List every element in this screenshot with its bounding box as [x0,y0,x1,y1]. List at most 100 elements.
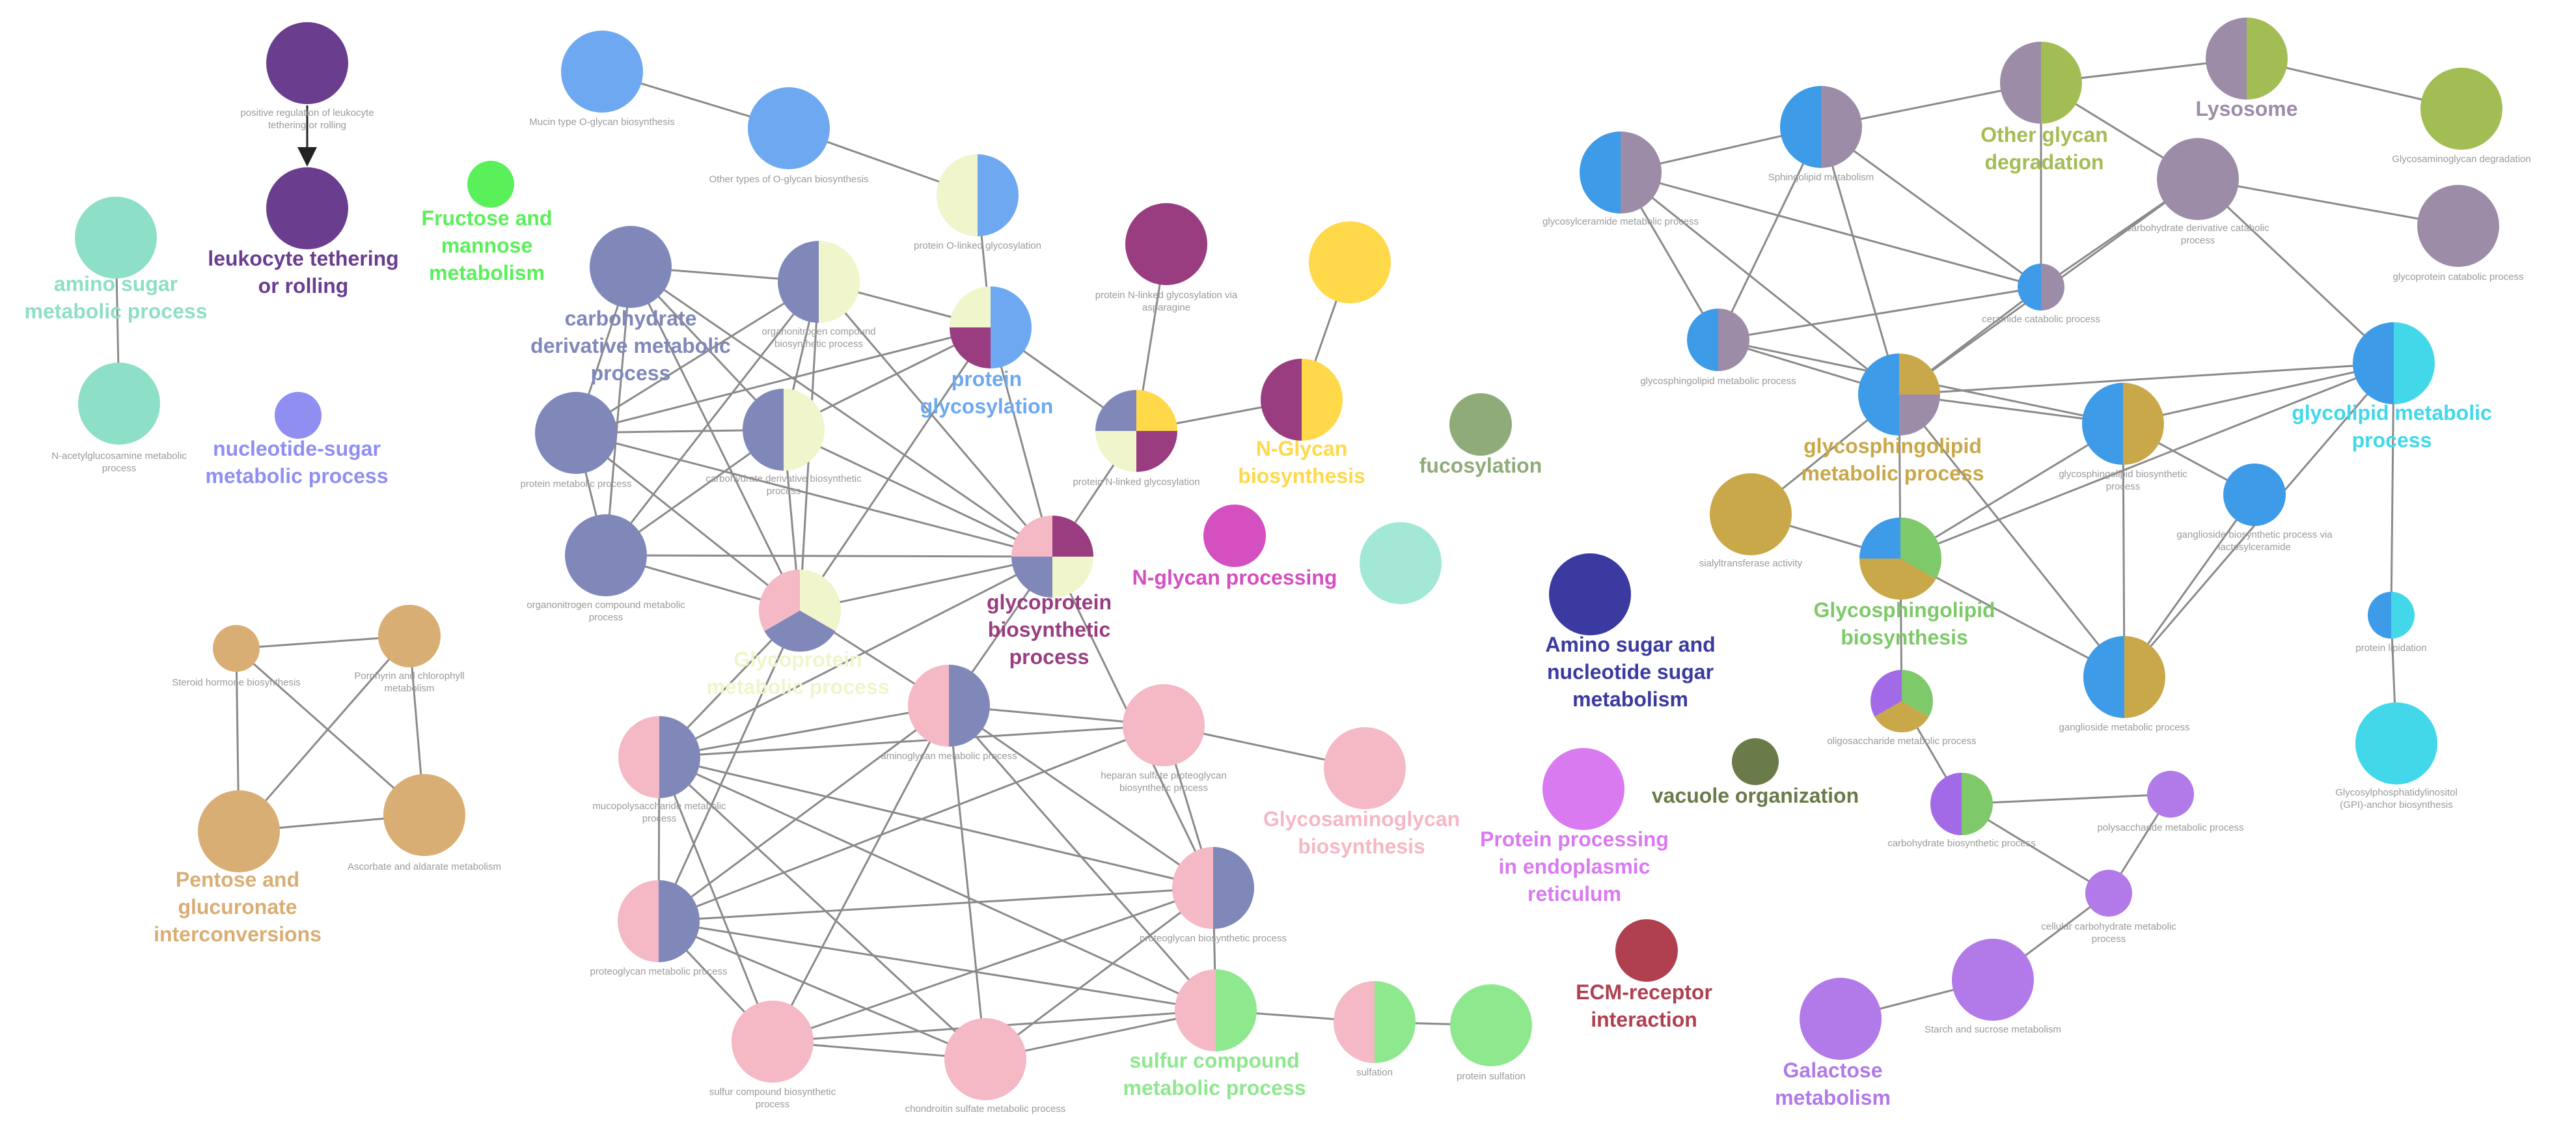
node-pentose[interactable] [198,790,280,872]
node-sphingo[interactable] [1780,86,1862,168]
node-leuk[interactable] [266,167,348,249]
node-fucos[interactable] [1449,393,1512,456]
node-ecm[interactable] [1615,919,1678,982]
node-label-gsl-bio-small: process [2106,481,2141,492]
edge-organo_bio-protein_met [575,281,819,434]
node-glycoprot-cat[interactable] [2417,185,2499,267]
node-prot-sulf[interactable] [1450,984,1532,1066]
node-sulfation[interactable] [1334,981,1416,1063]
edge-cer_cat-gsl_met_small [1718,286,2042,341]
node-carb[interactable] [590,226,672,308]
node-organo-bio[interactable] [778,241,860,323]
group-label-fructose: metabolism [429,261,545,284]
node-lysosome[interactable] [2206,18,2288,100]
node-nacetyl[interactable] [78,363,160,445]
node-prot-n[interactable] [1095,390,1177,472]
node-mucopoly[interactable] [618,716,700,798]
node-nglycan[interactable] [1261,359,1343,441]
node-gsl-met-small[interactable] [1687,309,1749,371]
node-label-aminoglycan: aminoglycan metabolic process [881,751,1017,762]
node-prot-lipid[interactable] [2368,592,2415,639]
edge-glycolipid-gsl_bio_small [2122,362,2394,425]
node-ganglio-met[interactable] [2083,636,2165,718]
node-sialyl[interactable] [1710,473,1792,555]
edge-pg_bio-chondroitin [985,887,1214,1060]
edge-carb-glycoprot_met [629,266,801,611]
node-various[interactable] [1309,221,1391,303]
group-label-nucleotide-sugar: metabolic process [206,464,389,488]
node-label-mucopoly: mucopolysaccharide metabolic [592,801,726,812]
node-nproc[interactable] [1203,505,1266,567]
node-label-gsl-bio-small: glycosphingolipid biosynthetic [2059,469,2187,480]
node-other-gly[interactable] [2000,42,2082,124]
edge-glycoprot_bio-glycoprot_met [799,555,1053,612]
group-label-glycolipid: glycolipid metabolic [2292,401,2492,424]
node-carb-deriv-cat[interactable] [2157,138,2239,220]
node-cer-cat[interactable] [2018,264,2064,311]
node-other-o[interactable] [748,87,830,169]
node-prot-o[interactable] [937,154,1019,236]
node-vacuole[interactable] [1732,738,1779,785]
node-prot-er[interactable] [1542,748,1624,830]
node-galactose[interactable] [1800,978,1882,1060]
node-label-porphyrin: Porphyrin and chlorophyll [354,671,464,682]
node-pg-bio[interactable] [1172,847,1254,929]
node-nucsug[interactable] [275,392,322,439]
group-label-fructose: Fructose and [422,206,553,230]
node-label-sulfur-bio: process [756,1099,790,1110]
group-label-amino-nuc: nucleotide sugar [1547,660,1714,684]
node-cell-carb[interactable] [2085,870,2132,917]
edge-aminoglycan-pg_met [658,704,950,922]
node-label-prot-n-asn: protein N-linked glycosylation via [1095,290,1238,301]
node-prot-n-asn[interactable] [1125,203,1207,285]
node-glycolipid[interactable] [2353,322,2435,404]
node-label-ganglio-bio: lactosylceramide [2218,542,2291,553]
node-prot-glyc[interactable] [950,286,1032,368]
node-chondroitin[interactable] [944,1018,1026,1100]
node-amino-nuc[interactable] [1549,553,1631,635]
node-glycoprot-met[interactable] [759,570,841,652]
node-oligosacch[interactable] [1870,670,1933,733]
node-sulfur-bio[interactable] [732,1001,814,1083]
group-label-prot-er: Protein processing [1480,827,1669,851]
node-mucin[interactable] [561,31,643,113]
node-starch[interactable] [1952,939,2034,1021]
node-leuk-pos[interactable] [266,22,348,104]
node-polysacch[interactable] [2147,771,2194,818]
node-gsl-bio-small[interactable] [2082,383,2164,465]
node-steroid[interactable] [213,625,260,672]
group-label-ecm: ECM-receptor [1576,980,1712,1004]
node-protein-met[interactable] [535,392,617,474]
node-aminoglycan[interactable] [908,665,990,747]
edge-glycoprot_met-pg_met [657,610,801,922]
node-mannose[interactable] [1360,522,1442,604]
group-label-lysosome: Lysosome [2195,97,2297,120]
node-ganglio-bio[interactable] [2223,464,2286,526]
node-pg-met[interactable] [618,880,700,962]
node-ascorbate[interactable] [383,774,465,856]
group-label-gsl-met: metabolic process [1802,462,1984,485]
node-organo-met[interactable] [565,514,647,596]
edge-sphingo-gsl_met [1820,126,1900,395]
node-gpi[interactable] [2355,702,2437,784]
node-label-carb-deriv-bio: carbohydrate derivative biosynthetic [706,473,862,484]
node-amino[interactable] [75,197,157,279]
node-glycoprot-bio[interactable] [1011,516,1093,598]
edge-prot_glyc-glycoprot_met [799,327,992,611]
node-gag[interactable] [1324,727,1406,809]
edge-pg_met-sulfur_met [658,920,1216,1012]
node-porphyrin[interactable] [378,605,441,667]
node-glycosylcer[interactable] [1580,132,1662,214]
node-sulfur-met[interactable] [1175,969,1257,1051]
node-fructose[interactable] [467,161,514,208]
node-heparan[interactable] [1123,684,1205,766]
node-label-other-o: Other types of O-glycan biosynthesis [709,174,868,185]
node-gsl-bio[interactable] [1859,518,1941,600]
node-gag-deg[interactable] [2420,68,2502,150]
node-carb-bio[interactable] [1930,773,1993,835]
group-label-glycoprot-met: metabolic process [707,675,890,699]
edge-carb_deriv_cat-glycolipid [2197,178,2395,365]
edge-gsl_bio_small-gsl_bio [1900,423,2124,560]
node-carb-deriv-bio[interactable] [743,389,825,471]
node-gsl-met[interactable] [1858,353,1940,436]
